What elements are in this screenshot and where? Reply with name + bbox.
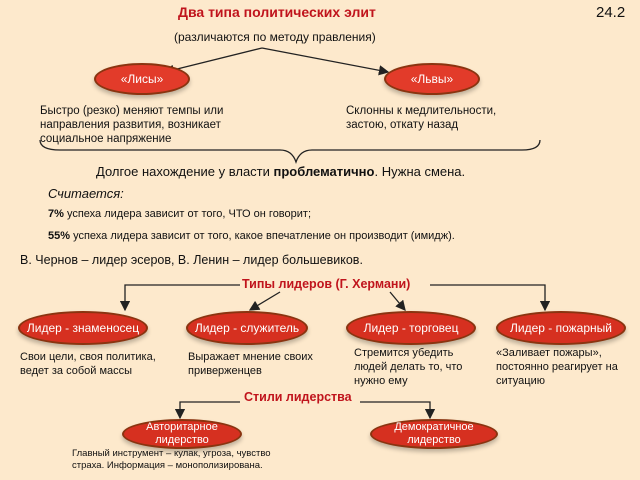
arrow-to-merchant — [389, 291, 406, 311]
leader-merchant-description: Стремится убедить людей делать то, что н… — [354, 347, 463, 387]
leader-flagbearer-node: Лидер - знаменосец — [18, 311, 148, 345]
foxes-node: «Лисы» — [94, 63, 190, 95]
conclusion-text: Долгое нахождение у власти проблематично… — [96, 164, 465, 179]
considered-text-1: успеха лидера зависит от того, ЧТО он го… — [63, 208, 312, 220]
lions-description: Склонны к медлительности, застою, откату… — [346, 105, 497, 131]
considered-text-2: успеха лидера зависит от того, какое впе… — [70, 230, 455, 242]
lions-node: «Львы» — [384, 63, 480, 95]
arrow-to-democratic — [360, 401, 436, 420]
arrow-to-foxes — [163, 47, 263, 75]
arrow-to-authoritarian — [174, 401, 240, 420]
style-authoritarian-node: Авторитарное лидерство — [122, 419, 242, 449]
leader-servant-node: Лидер - служитель — [186, 311, 308, 345]
considered-heading: Считается: — [48, 186, 124, 201]
diagram-title: Два типа политических элит — [178, 4, 376, 20]
considered-percent-1: 7% — [48, 208, 64, 220]
curly-brace — [39, 139, 541, 165]
style-democratic-node: Демократичное лидерство — [370, 419, 498, 449]
arrow-to-lions — [261, 47, 390, 76]
considered-item-2: 55% успеха лидера зависит от того, какое… — [48, 230, 455, 242]
arrow-to-flagbearer — [119, 284, 240, 312]
authoritarian-footnote: Главный инструмент – кулак, угроза, чувс… — [72, 448, 271, 471]
considered-item-1: 7% успеха лидера зависит от того, ЧТО он… — [48, 208, 311, 220]
leader-firefighter-node: Лидер - пожарный — [496, 311, 626, 345]
leader-firefighter-description: «Заливает пожары», постоянно реагирует н… — [496, 347, 618, 387]
leadership-styles-title: Стили лидерства — [244, 390, 352, 404]
foxes-description: Быстро (резко) меняют темпы или направле… — [40, 105, 224, 145]
leader-flagbearer-description: Свои цели, своя политика, ведет за собой… — [20, 351, 156, 377]
conclusion-prefix: Долгое нахождение у власти — [96, 164, 274, 179]
diagram-subtitle: (различаются по методу правления) — [174, 30, 376, 44]
slide-number: 24.2 — [596, 4, 626, 21]
arrow-to-trader — [430, 284, 551, 312]
conclusion-suffix: . Нужна смена. — [374, 164, 466, 179]
leader-servant-description: Выражает мнение своих приверженцев — [188, 351, 313, 377]
example-text: В. Чернов – лидер эсеров, В. Ленин – лид… — [20, 253, 363, 267]
leader-merchant-node: Лидер - торговец — [346, 311, 476, 345]
conclusion-bold: проблематично — [273, 164, 375, 179]
considered-percent-2: 55% — [48, 230, 71, 242]
leader-types-title: Типы лидеров (Г. Хермани) — [242, 277, 411, 291]
arrow-to-servant — [248, 291, 281, 311]
